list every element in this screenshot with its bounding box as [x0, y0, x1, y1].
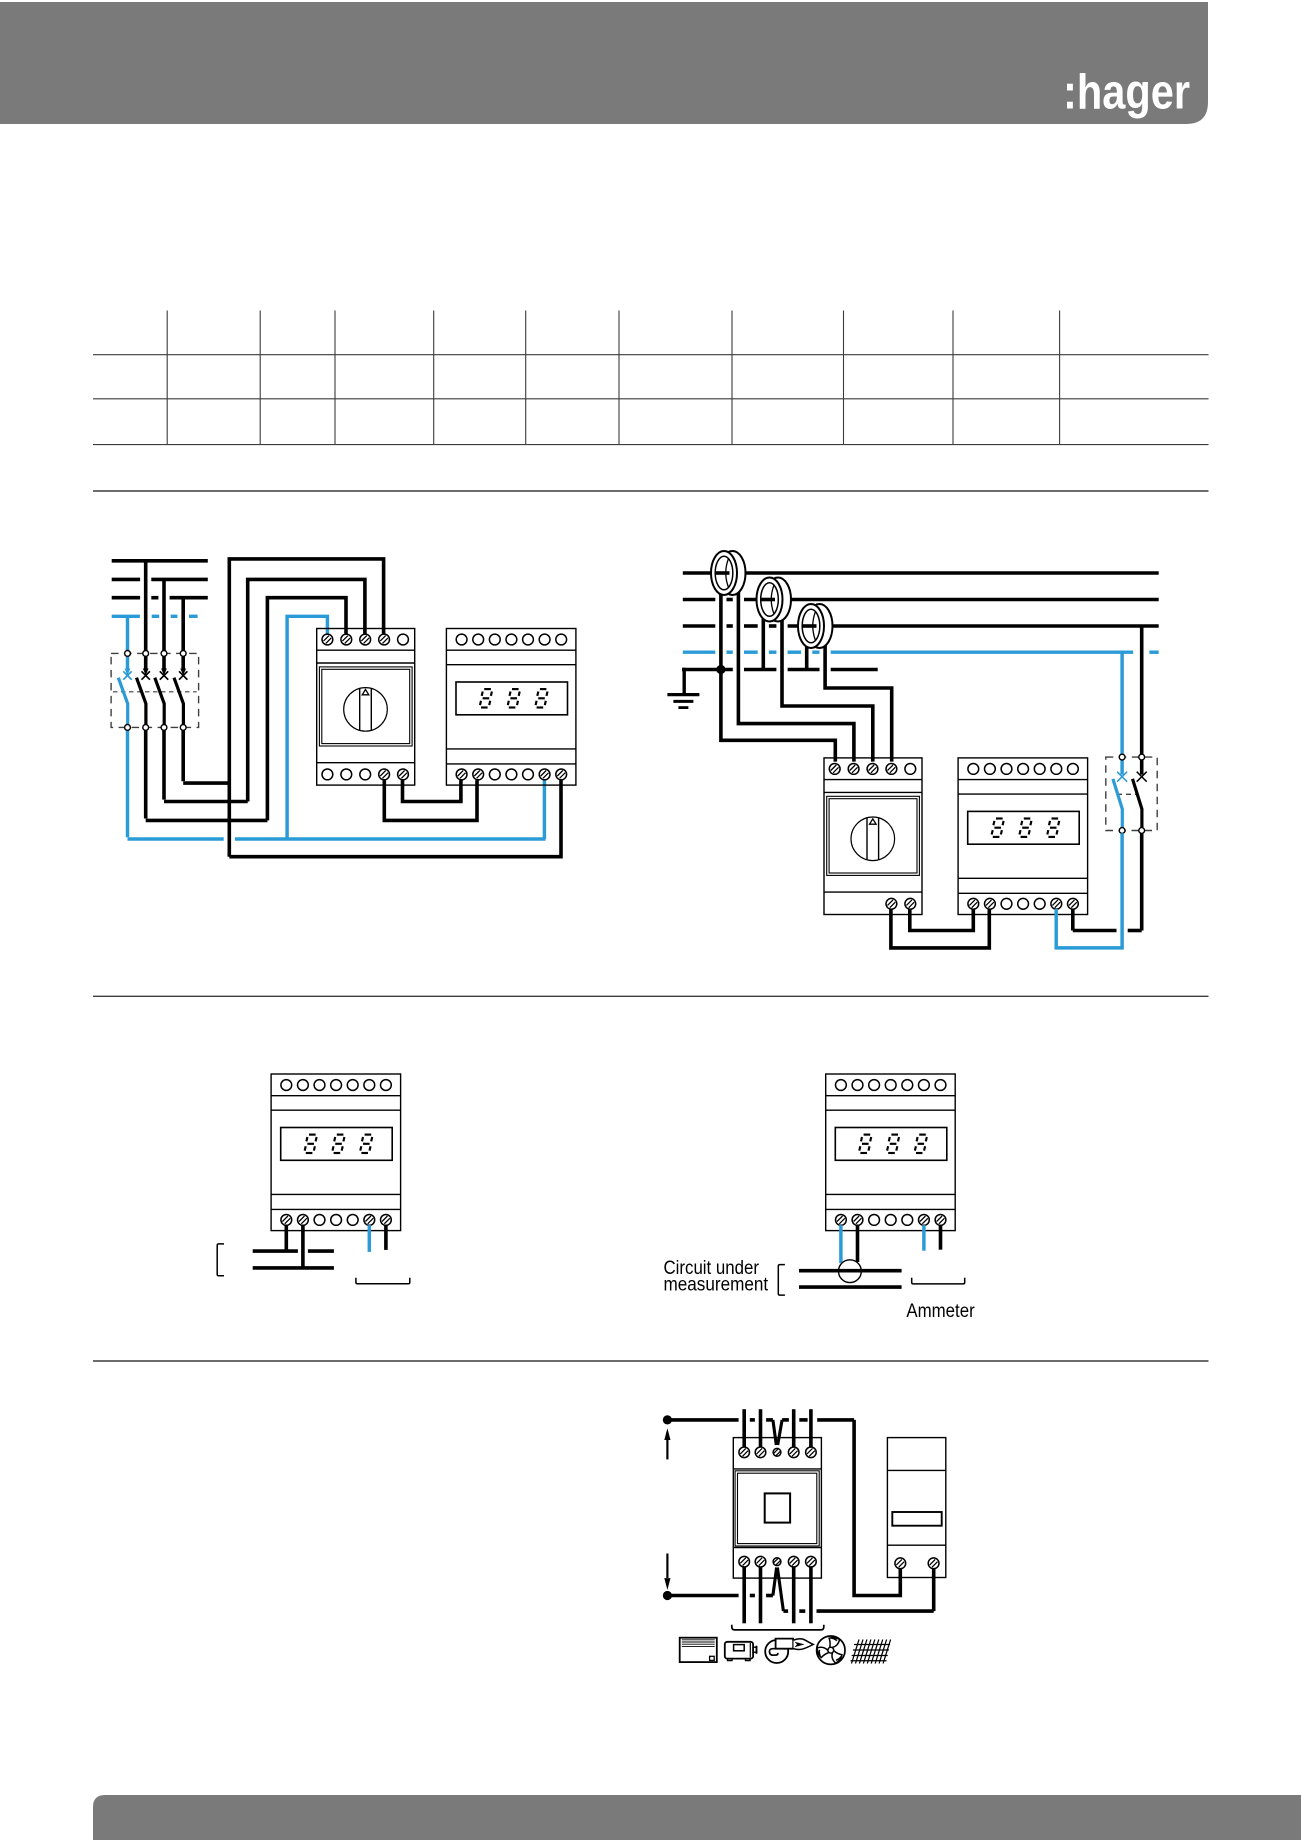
svg-text:Ammeter: Ammeter [906, 1301, 975, 1322]
svg-text::hager: :hager [1063, 65, 1190, 120]
svg-text:Circuit under: Circuit under [664, 1258, 760, 1279]
svg-text:measurement: measurement [664, 1274, 769, 1295]
